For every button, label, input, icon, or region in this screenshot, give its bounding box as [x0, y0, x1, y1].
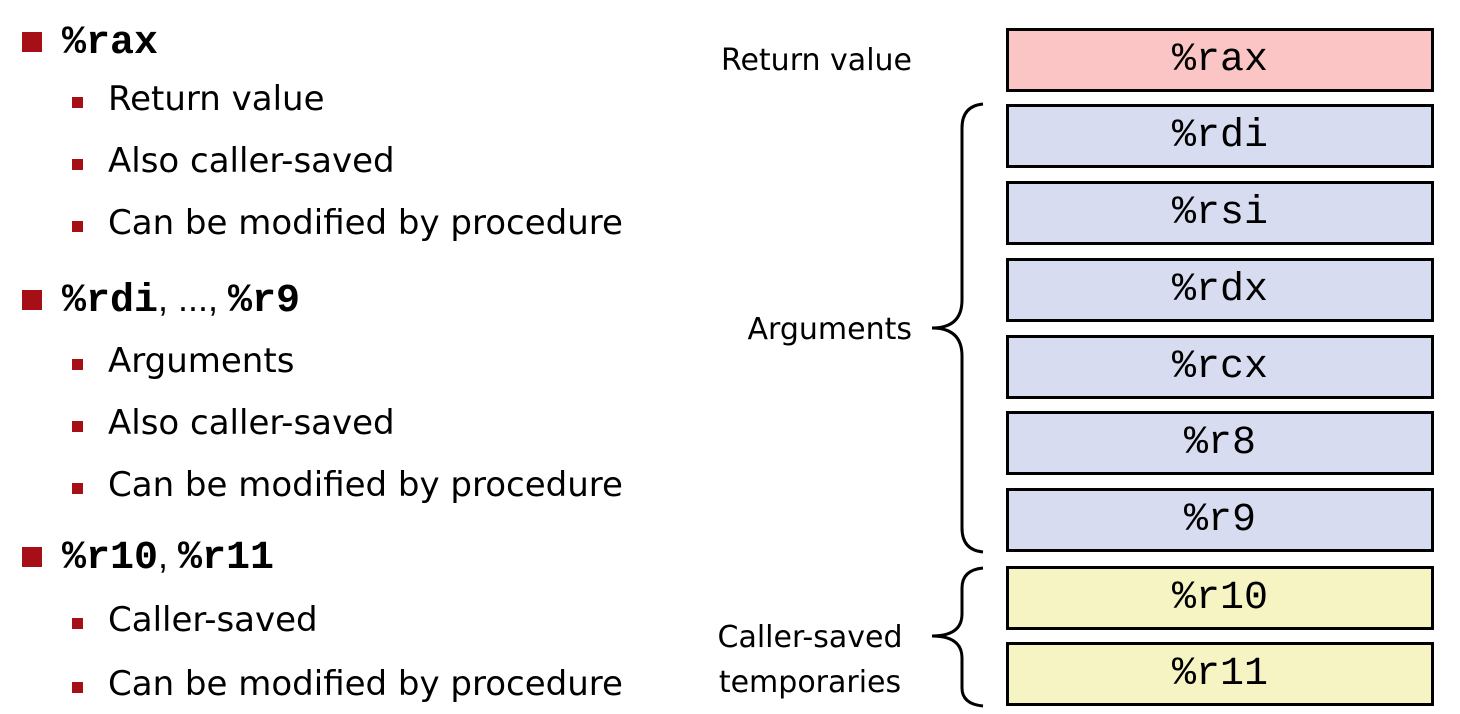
register-rax: %rax — [1006, 28, 1434, 92]
sub-bullet — [72, 159, 83, 170]
sub-bullet — [72, 682, 83, 693]
section-heading: %rax — [62, 20, 158, 64]
list-item-label: Can be modified by procedure — [108, 664, 623, 704]
register-r8: %r8 — [1006, 411, 1434, 475]
list-item-label: Can be modified by procedure — [108, 203, 623, 243]
arguments-label: Arguments — [747, 312, 912, 347]
register-r9: %r9 — [1006, 488, 1434, 552]
main-bullet — [22, 32, 42, 52]
register-rdx: %rdx — [1006, 258, 1434, 322]
list-item-label: Arguments — [108, 341, 295, 381]
register-rsi: %rsi — [1006, 181, 1434, 245]
list-item-label: Caller-saved — [108, 600, 318, 640]
sub-bullet — [72, 221, 83, 232]
register-r10: %r10 — [1006, 566, 1434, 630]
list-item-label: Also caller-saved — [108, 141, 395, 181]
register-name: %rcx — [1171, 344, 1268, 390]
register-r11: %r11 — [1006, 642, 1434, 706]
reg-rdi-heading: %rdi — [62, 279, 159, 324]
caller-saved-label-line1: Caller-saved — [717, 620, 903, 655]
register-name: %r10 — [1171, 575, 1268, 621]
sub-bullet — [72, 97, 83, 108]
register-name: %r9 — [1183, 497, 1256, 543]
sub-bullet — [72, 483, 83, 494]
list-item-label: Return value — [108, 79, 325, 119]
heading-separator: , ..., — [158, 278, 229, 319]
main-bullet — [22, 547, 42, 567]
register-rdi: %rdi — [1006, 104, 1434, 168]
main-bullet — [22, 290, 42, 310]
sub-bullet — [72, 421, 83, 432]
reg-r10-heading: %r10 — [62, 536, 159, 581]
register-name: %rsi — [1171, 190, 1268, 236]
list-item-label: Can be modified by procedure — [108, 465, 623, 505]
arguments-brace — [931, 102, 984, 554]
reg-r11-heading: %r11 — [178, 536, 275, 581]
section-heading: %r10, %r11 — [62, 535, 274, 579]
sub-bullet — [72, 618, 83, 629]
register-name: %r11 — [1171, 651, 1268, 697]
register-name: %rdx — [1171, 267, 1268, 313]
sub-bullet — [72, 359, 83, 370]
register-name: %rdi — [1171, 113, 1268, 159]
list-item-label: Also caller-saved — [108, 403, 395, 443]
reg-r9-heading: %r9 — [228, 279, 301, 324]
return-value-label: Return value — [720, 43, 912, 78]
heading-separator: , — [158, 535, 179, 576]
temporaries-brace — [931, 566, 984, 708]
section-heading: %rdi, ..., %r9 — [62, 278, 300, 322]
register-name: %rax — [1171, 37, 1268, 83]
reg-rax-heading: %rax — [62, 21, 159, 66]
caller-saved-label-line2: temporaries — [718, 665, 902, 700]
register-name: %r8 — [1183, 420, 1256, 466]
register-rcx: %rcx — [1006, 335, 1434, 399]
